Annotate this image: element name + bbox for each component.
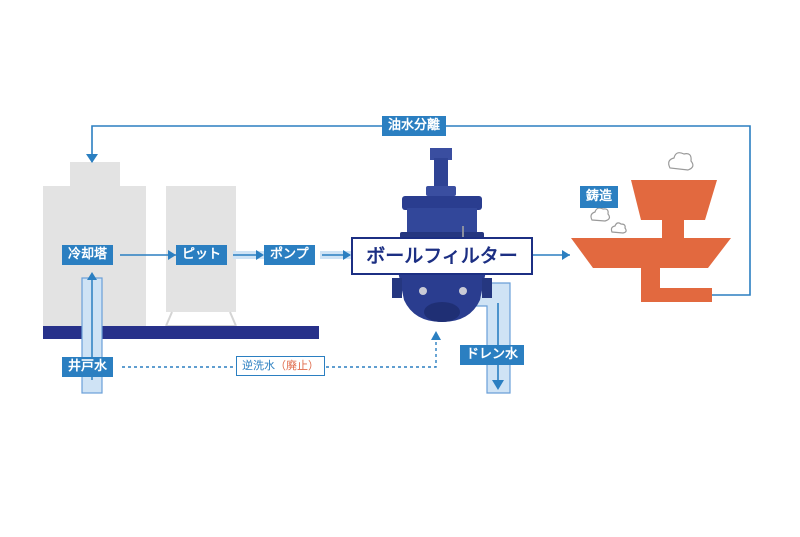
ball-filter-valve-icon [392, 148, 492, 322]
backwash-line [122, 331, 441, 368]
steam-cloud-icon [590, 152, 694, 234]
main-flow-line [120, 250, 570, 260]
backwash-water-text: 逆洗水 [242, 359, 275, 372]
drain-water-label: ドレン水 [460, 345, 525, 365]
recirculation-line [86, 125, 751, 296]
casting-mold-icon [571, 180, 731, 302]
backwash-abolished-text: （廃止） [275, 359, 319, 372]
ball-filter-label: ボールフィルター [351, 237, 533, 275]
well-water-label: 井戸水 [62, 357, 114, 377]
backwash-water-label: 逆洗水（廃止） [236, 356, 325, 376]
casting-label: 鋳造 [580, 186, 619, 208]
pit-label: ピット [176, 245, 228, 265]
pump-label: ポンプ [264, 245, 315, 265]
ground-bar [43, 326, 319, 339]
oil-water-separation-label: 油水分離 [382, 116, 447, 136]
cooling-tower-label: 冷却塔 [62, 245, 114, 265]
